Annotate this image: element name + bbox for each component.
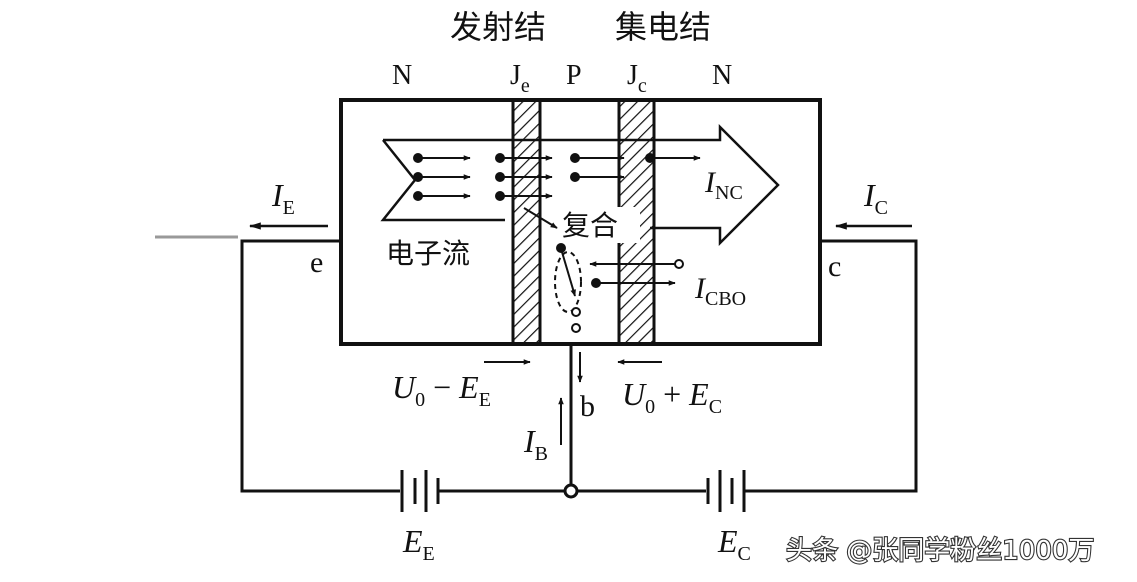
ic-label: IC (863, 177, 888, 219)
ie-label: IE (271, 177, 295, 219)
transistor-body (339, 98, 822, 346)
battery-ec (706, 470, 746, 512)
n-region-left-label: N (392, 60, 412, 91)
watermark-text: 头条 @张同学粉丝1000万 (786, 536, 1094, 566)
p-region-label: P (566, 60, 582, 91)
electron-flow-arrow (380, 123, 780, 247)
base-terminal-label: b (580, 390, 595, 423)
base-node (563, 483, 579, 499)
collector-junction-title: 集电结 (615, 8, 711, 46)
emitter-voltage-expression: U0 − EE (392, 369, 491, 411)
recombination-label: 复合 (562, 209, 618, 242)
emitter-terminal-label: e (310, 246, 323, 279)
recombination-label-bg (560, 207, 640, 243)
collector-terminal-label: c (828, 250, 841, 283)
ec-source-label: EC (717, 523, 751, 565)
icbo-label: ICBO (694, 272, 746, 310)
battery-ee (400, 470, 440, 512)
emitter-junction-layer (511, 98, 542, 346)
inc-label: INC (704, 166, 743, 204)
recombination-particles (556, 243, 581, 333)
je-label: Je (510, 60, 530, 97)
ib-label: IB (523, 423, 548, 465)
jc-label: Jc (627, 60, 647, 97)
recombination-ellipse (554, 251, 582, 313)
collector-voltage-expression: U0 + EC (622, 376, 722, 418)
ee-source-label: EE (402, 523, 435, 565)
electron-flow-label: 电子流 (386, 237, 470, 270)
emitter-junction-title: 发射结 (450, 8, 546, 46)
electron-dots (413, 153, 701, 229)
icbo-arrows (589, 259, 684, 288)
circuit-wires (155, 235, 918, 493)
n-region-right-label: N (712, 60, 732, 91)
